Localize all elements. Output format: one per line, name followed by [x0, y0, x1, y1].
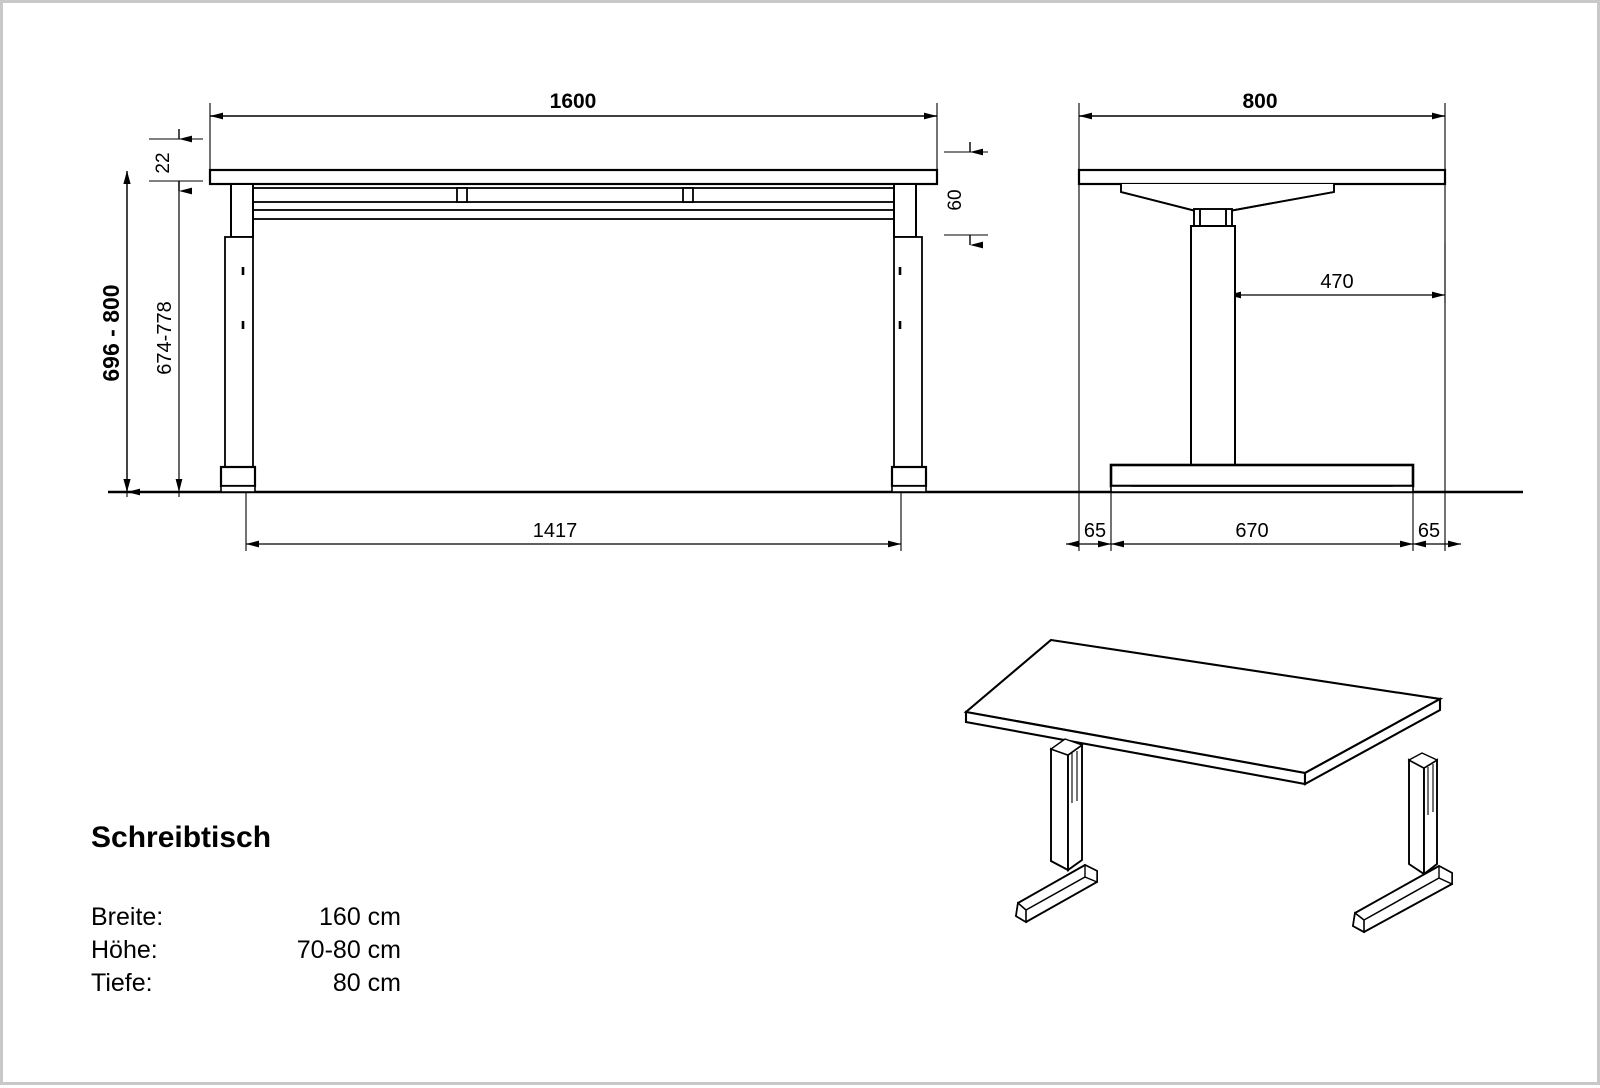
side-foot-base [1109, 463, 1415, 493]
spec-row-hoehe: Höhe: 70-80 cm [91, 934, 521, 967]
side-table-top [1077, 168, 1447, 186]
persp-foot-right-edge [1363, 877, 1440, 921]
dim-label-65-right: 65 [1418, 520, 1440, 542]
dim-front-width-1600: 1600 [210, 90, 937, 120]
front-beam-connectors [456, 187, 694, 203]
persp-leg-left-column-side [1067, 743, 1083, 872]
page-title: Schreibtisch [91, 821, 272, 854]
view-side: 800 470 65 670 65 [1066, 90, 1461, 551]
front-leg-right [890, 183, 928, 493]
persp-right-edge [1303, 697, 1442, 786]
dim-label-1417: 1417 [533, 520, 578, 542]
side-column [1190, 225, 1236, 469]
dim-label-22: 22 [153, 152, 174, 173]
spec-label-tiefe: Tiefe: [91, 969, 153, 997]
dim-label-470: 470 [1320, 271, 1353, 293]
persp-foot-left-cap [1015, 901, 1027, 924]
specification-block: Schreibtisch Breite: 160 cm Höhe: 70-80 … [91, 821, 521, 1000]
spec-value-tiefe: 80 cm [332, 969, 401, 997]
dim-front-apron-60: 60 [945, 142, 983, 249]
persp-foot-right-cap [1352, 911, 1365, 934]
persp-leg-right-slot [1427, 764, 1434, 815]
persp-leg-right-column-side [1423, 758, 1438, 876]
persp-leg-right-column-top [1407, 752, 1439, 769]
persp-foot-left-edge [1025, 876, 1086, 911]
dim-label-60: 60 [945, 189, 966, 210]
spec-row-breite: Breite: 160 cm [91, 901, 521, 934]
dim-label-696-800: 696 - 800 [98, 284, 124, 381]
persp-foot-left-back [1084, 863, 1098, 884]
view-perspective [963, 638, 1453, 934]
dim-label-674-778: 674-778 [154, 301, 176, 374]
persp-foot-right-back [1438, 864, 1453, 886]
persp-leg-right-column [1408, 758, 1425, 876]
dim-label-1600: 1600 [550, 90, 597, 113]
dim-side-foot-left-65: 65 [1066, 520, 1111, 548]
dim-front-height-696-800: 696 - 800 [98, 171, 140, 496]
view-front: 1600 22 60 696 - 800 [98, 90, 1523, 551]
side-column-collar [1193, 208, 1233, 227]
dim-front-legheight-674-778: 674-778 [154, 181, 183, 492]
dim-side-offset-470: 470 [1228, 271, 1445, 299]
dim-side-foot-right-65: 65 [1413, 520, 1461, 548]
spec-value-hoehe: 70-80 cm [296, 936, 401, 964]
spec-row-tiefe: Tiefe: 80 cm [91, 967, 521, 1000]
front-leg-left [219, 183, 257, 493]
dim-front-footspan-1417: 1417 [246, 520, 901, 548]
persp-top-surface [963, 638, 1444, 775]
dim-front-thickness-22: 22 [153, 129, 192, 195]
dim-label-670: 670 [1235, 520, 1268, 542]
spec-label-breite: Breite: [91, 903, 164, 931]
persp-leg-left-slot [1071, 751, 1078, 803]
front-frame-beam [230, 187, 917, 220]
front-table-top [208, 168, 939, 186]
persp-leg-left-column [1050, 747, 1069, 872]
dim-label-65-left: 65 [1084, 520, 1106, 542]
spec-value-breite: 160 cm [319, 903, 401, 931]
technical-drawing-canvas: 1600 22 60 696 - 800 [98, 90, 1523, 934]
spec-label-hoehe: Höhe: [91, 936, 158, 964]
dim-side-footspan-670: 670 [1111, 520, 1413, 548]
persp-leg-left-column-top [1049, 738, 1084, 756]
dim-label-800: 800 [1242, 90, 1277, 113]
dim-side-depth-800: 800 [1079, 90, 1445, 120]
